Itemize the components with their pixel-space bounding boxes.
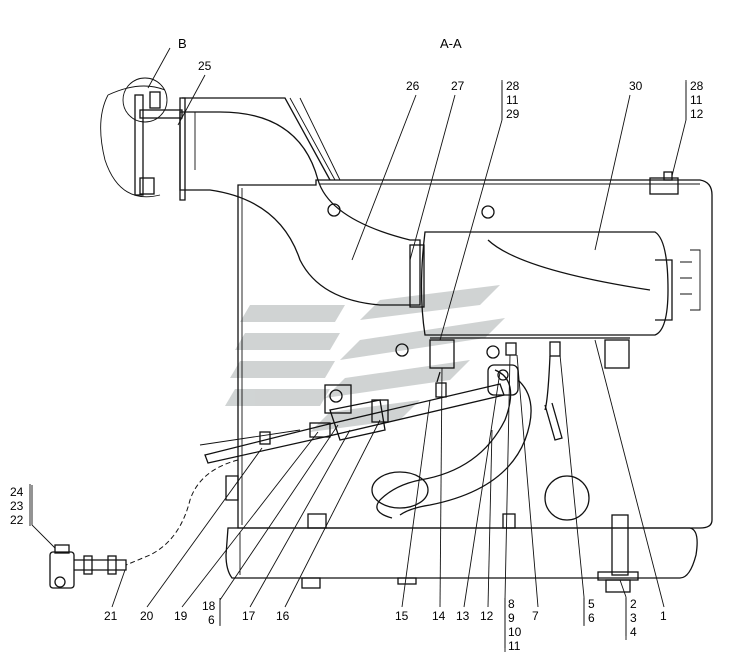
callout-3: 3 [630,611,637,625]
callout-11-c: 11 [508,639,521,653]
callout-2: 2 [630,597,637,611]
air-filter [420,231,701,369]
callout-19: 19 [174,609,188,623]
tank-body [225,171,713,589]
callout-12: 12 [480,609,494,623]
callout-27: 27 [451,79,465,93]
callout-22: 22 [10,513,24,527]
callout-10: 10 [508,625,522,639]
heater-pipe [204,371,505,464]
callout-4: 4 [630,625,637,639]
callout-11-b: 11 [690,93,703,107]
callout-20: 20 [140,609,154,623]
callout-5: 5 [588,597,595,611]
callout-8: 8 [508,597,515,611]
callout-29: 29 [506,107,520,121]
callout-12-b: 12 [690,107,704,121]
callout-9: 9 [508,611,515,625]
air-duct [179,97,495,357]
section-title: A-A [440,36,462,51]
callout-13: 13 [456,609,470,623]
view-b-detail [100,47,183,198]
callout-21: 21 [104,609,118,623]
callout-1: 1 [660,609,667,623]
callout-30: 30 [629,79,643,93]
left-wiring [125,190,301,566]
watermark-logo [225,285,505,432]
callout-28-a: 28 [506,79,520,93]
callout-16: 16 [276,609,290,623]
leader-lines [31,74,687,648]
callout-26: 26 [406,79,420,93]
callout-18: 18 [202,599,216,613]
callout-11-a: 11 [506,93,519,107]
mount-bracket [597,514,639,593]
callout-14: 14 [432,609,446,623]
callout-17: 17 [242,609,256,623]
callout-7: 7 [532,609,539,623]
callout-23: 23 [10,499,24,513]
view-label-b: B [178,36,187,51]
callout-6-a: 6 [208,613,215,627]
sensor [544,355,563,441]
labels: B A-A 25 26 27 30 28 11 29 28 11 12 24 2… [10,36,704,653]
callout-bars [29,80,687,652]
callout-28-b: 28 [690,79,704,93]
callout-25: 25 [198,59,212,73]
callout-24: 24 [10,485,24,499]
callout-15: 15 [395,609,409,623]
actuator [49,544,127,589]
callout-6-b: 6 [588,611,595,625]
